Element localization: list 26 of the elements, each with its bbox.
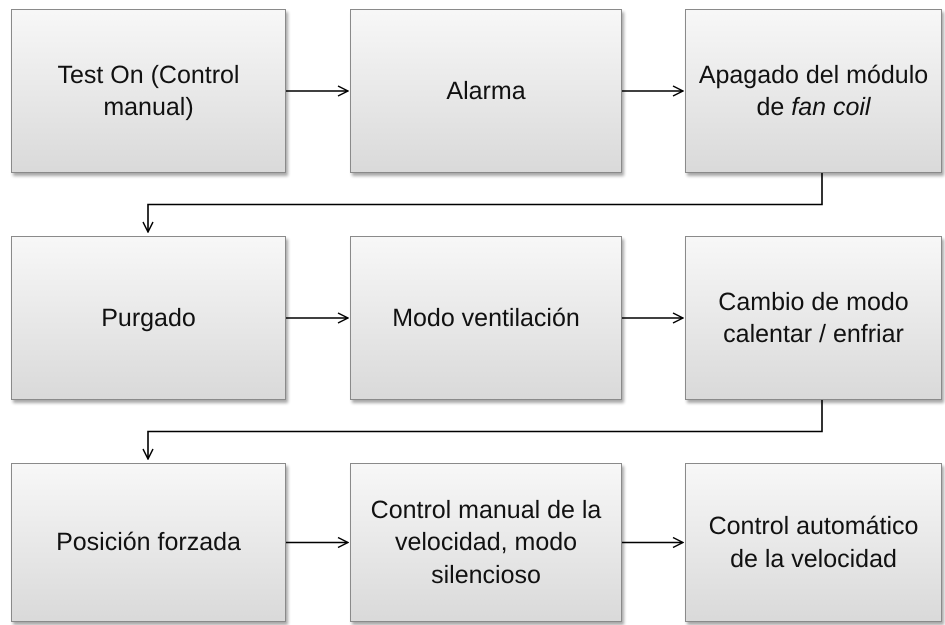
process-box — [685, 9, 942, 173]
process-box — [11, 9, 286, 173]
process-box — [11, 236, 286, 400]
arrow — [286, 85, 349, 97]
step-label: Purgado — [100, 302, 197, 334]
process-box — [685, 236, 942, 400]
step-label: Cambio de modo calentar / enfriar — [717, 286, 910, 350]
step-label: Posición forzada — [55, 527, 242, 558]
arrow — [286, 536, 349, 548]
arrow — [286, 312, 349, 324]
arrow — [622, 536, 684, 548]
step-label: Control manual de la velocidad, modo silencioso — [370, 494, 602, 591]
step-label: Alarma — [445, 76, 527, 107]
arrow — [142, 400, 823, 460]
step-label: Test On (Control manual) — [56, 60, 240, 123]
process-box — [350, 236, 622, 400]
step-label: Control automático de la velocidad — [708, 511, 920, 574]
process-box — [350, 9, 622, 173]
process-box — [11, 463, 286, 622]
arrow — [622, 85, 684, 97]
arrow — [142, 173, 823, 233]
step-label: Apagado del módulo de fan coil — [698, 60, 930, 123]
process-box — [350, 463, 622, 622]
arrow — [622, 312, 684, 324]
process-box — [685, 463, 942, 622]
step-label: Modo ventilación — [391, 302, 581, 334]
